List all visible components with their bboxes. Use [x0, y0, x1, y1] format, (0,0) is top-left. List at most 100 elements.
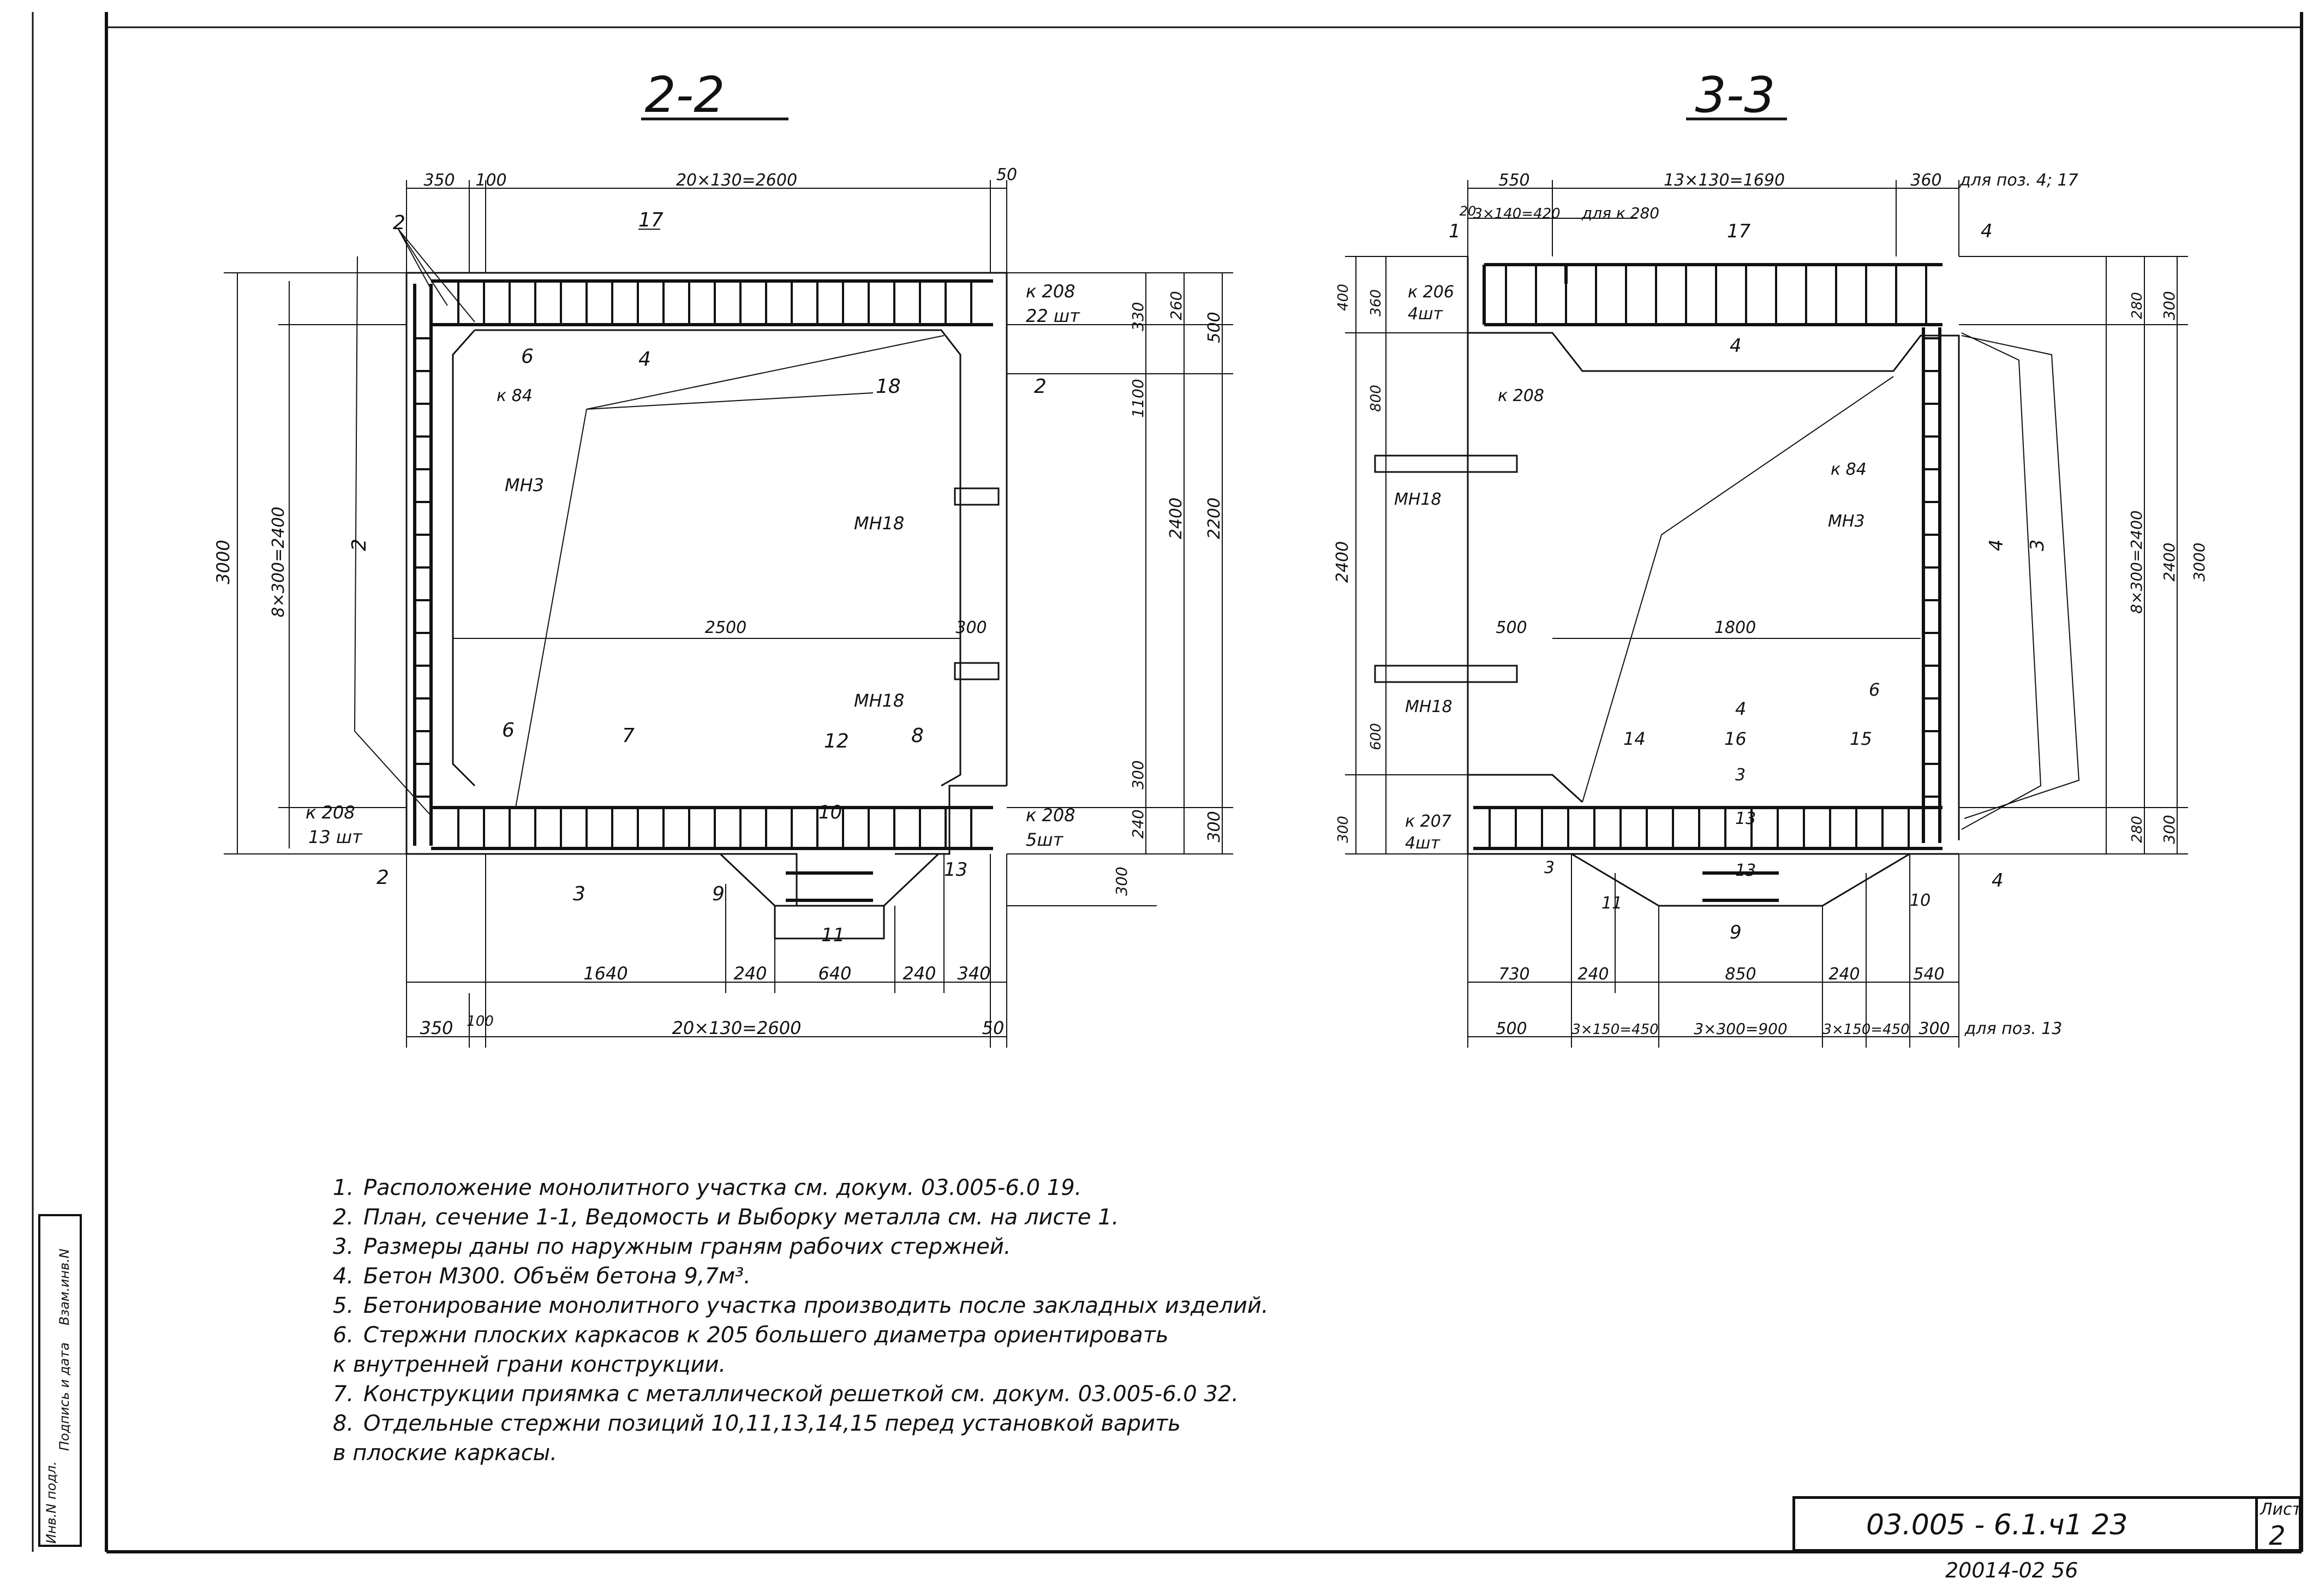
dim-300-l: 300 — [1335, 816, 1352, 843]
dim-3x150a: 3×150=450 — [1571, 1021, 1658, 1038]
note-5: 5.Бетонирование монолитного участка прои… — [333, 1293, 1269, 1318]
dim-1800-int: 1800 — [1714, 618, 1756, 637]
callout-10: 10 — [818, 802, 842, 823]
callout-2-top: 2 — [393, 212, 405, 234]
dim-550: 550 — [1498, 171, 1529, 190]
dim-300e: 300 — [1918, 1019, 1950, 1038]
callout-11: 11 — [821, 924, 845, 946]
callout-13c: 13 — [1735, 861, 1756, 880]
dim-300-r-outer: 300 — [2160, 291, 2178, 320]
dim-400-l: 400 — [1335, 284, 1352, 311]
section-3-3-dimensions — [1345, 180, 2188, 1048]
dim-8x300: 8×300=2400 — [269, 507, 288, 618]
section-2-2-dimensions — [224, 180, 1233, 1048]
section-3-3-labels: 3-3 550 13×130=1690 360 для поз. 4; 17 2… — [1333, 67, 2208, 1038]
callout-2-right: 2 — [1034, 375, 1047, 398]
dim-100: 100 — [475, 171, 506, 190]
dim-280-r: 280 — [2129, 292, 2145, 319]
callout-k208-top: к 208 — [1026, 281, 1075, 302]
callout-4-top: 4 — [638, 348, 651, 370]
dim-2500: 2500 — [705, 618, 746, 637]
note-2: 2.План, сечение 1-1, Ведомость и Выборку… — [333, 1205, 1119, 1230]
dim-300b-r-outer: 300 — [2160, 815, 2178, 844]
callout-3b: 3 — [1735, 766, 1746, 785]
dim-800-l: 800 — [1368, 385, 1384, 412]
dim-1100-r: 1100 — [1129, 379, 1147, 417]
approval-side-strip: Инв.N подл. Подпись и дата Взам.инв.N — [38, 1214, 82, 1547]
dim-3000: 3000 — [213, 540, 234, 584]
title-block: 03.005 - 6.1.ч1 23 — [1792, 1496, 2255, 1552]
dim-500-int: 500 — [1496, 618, 1527, 637]
section-2-2-labels: 2-2 350 100 20×130=2600 50 1640 240 640 … — [213, 67, 1224, 1038]
note-6-continued: к внутренней грани конструкции. — [333, 1352, 726, 1377]
note-8-continued: в плоские каркасы. — [333, 1440, 557, 1466]
callout-4sht-top: 4шт — [1408, 304, 1444, 324]
callout-15: 15 — [1850, 728, 1872, 749]
callout-mn3b: МН3 — [1828, 512, 1865, 531]
callout-mn18-a: МН18 — [854, 513, 904, 534]
dim-850: 850 — [1725, 965, 1756, 984]
note-6: 6.Стержни плоских каркасов к 205 большег… — [333, 1323, 1169, 1348]
callout-17: 17 — [638, 209, 664, 231]
archive-number: 20014-02 56 — [1945, 1558, 2078, 1582]
callout-6-bot: 6 — [502, 719, 515, 742]
dim-300c-r: 300 — [1113, 866, 1131, 895]
callout-13sht: 13 шт — [308, 827, 363, 847]
sheet-number: 2 — [2269, 1521, 2286, 1551]
dim-360-l: 360 — [1368, 289, 1384, 316]
dim-dlya-k280: для к 280 — [1581, 204, 1659, 222]
dim-8x300-r: 8×300=2400 — [2127, 510, 2145, 613]
dim-2200-r: 2200 — [1205, 498, 1224, 539]
section-2-2-concrete-outline — [405, 272, 1008, 940]
section-2-2-title: 2-2 — [645, 67, 725, 124]
dim-260-r: 260 — [1167, 291, 1185, 320]
callout-3c: 3 — [1544, 858, 1555, 877]
callout-6b: 6 — [1869, 679, 1880, 700]
dim-3x150b: 3×150=450 — [1822, 1021, 1909, 1038]
section-2-2: 2-2 350 100 20×130=2600 50 1640 240 640 … — [213, 67, 1233, 1048]
dim-dlya-poz-13: для поз. 13 — [1964, 1019, 2063, 1038]
dim-240a: 240 — [733, 963, 767, 984]
callout-k208-br: к 208 — [1026, 805, 1075, 826]
dim-280b-r: 280 — [2129, 816, 2145, 843]
callout-k84b: к 84 — [1831, 460, 1867, 479]
document-code: 03.005 - 6.1.ч1 23 — [1866, 1509, 2128, 1541]
dim-360: 360 — [1910, 171, 1941, 190]
dim-240b: 240 — [903, 963, 936, 984]
dim-dlya-poz-4-17: для поз. 4; 17 — [1959, 171, 2078, 190]
dim-2400-r: 2400 — [1167, 498, 1186, 539]
dim-20x130: 20×130=2600 — [676, 171, 797, 190]
callout-mn18-d: МН18 — [1405, 697, 1453, 716]
callout-13: 13 — [944, 859, 967, 881]
callout-4-side: 4 — [1986, 539, 2007, 551]
callout-5sht: 5шт — [1026, 829, 1064, 850]
dim-100b: 100 — [467, 1013, 494, 1030]
note-3: 3.Размеры даны по наружным граням рабочи… — [333, 1234, 1011, 1259]
callout-mn3: МН3 — [505, 475, 544, 495]
callout-4-bot: 4 — [1992, 870, 2004, 892]
callout-mn18-c: МН18 — [1394, 490, 1442, 509]
dim-540: 540 — [1913, 965, 1944, 984]
section-3-3: 3-3 550 13×130=1690 360 для поз. 4; 17 2… — [1333, 67, 2208, 1048]
callout-3: 3 — [573, 883, 585, 905]
dim-2400b-r: 2400 — [2160, 542, 2178, 581]
callout-1: 1 — [1449, 220, 1461, 242]
dim-240c: 240 — [1577, 965, 1609, 984]
dim-500-r: 500 — [1205, 312, 1224, 343]
callout-4-mid: 4 — [1730, 335, 1742, 357]
callout-11b: 11 — [1601, 894, 1622, 913]
callout-k208b: к 208 — [1498, 386, 1544, 405]
callout-2-left: 2 — [348, 539, 370, 551]
dim-300-r: 300 — [1205, 811, 1224, 842]
side-label-inv: Инв.N подл. — [44, 1461, 59, 1544]
dim-600-l: 600 — [1368, 723, 1384, 750]
callout-2-bot: 2 — [376, 866, 389, 889]
callout-3-side: 3 — [2027, 539, 2048, 551]
callout-22sht: 22 шт — [1026, 306, 1080, 326]
dim-240-r: 240 — [1129, 809, 1147, 838]
callout-9: 9 — [712, 883, 725, 905]
section-3-3-ties — [1489, 265, 1940, 848]
callout-4sht-bot: 4шт — [1405, 834, 1441, 853]
